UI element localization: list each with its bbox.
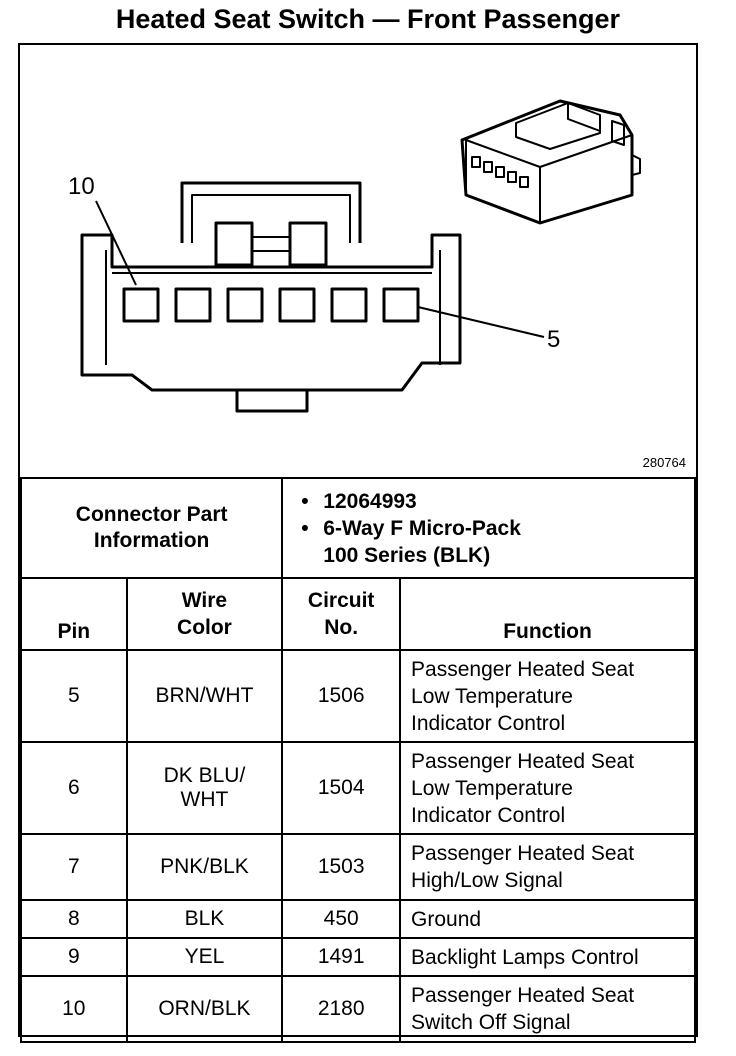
wire-color-cell: BLK — [125, 899, 284, 939]
header-pin: Pin — [20, 577, 128, 651]
circuit-cell: 2180 — [281, 975, 402, 1043]
wire-color-cell: PNK/BLK — [125, 833, 284, 901]
pin-cell: 8 — [20, 899, 128, 939]
header-function: Function — [399, 577, 696, 651]
circuit-cell: 450 — [281, 899, 402, 939]
circuit-cell: 1503 — [281, 833, 402, 901]
pin-cell: 5 — [20, 649, 128, 743]
wire-color-cell: DK BLU/WHT — [125, 741, 284, 835]
figure-id: 280764 — [642, 455, 686, 470]
pin-cell: 6 — [20, 741, 128, 835]
wire-color-cell: YEL — [125, 937, 284, 977]
page-title: Heated Seat Switch — Front Passenger — [115, 4, 621, 34]
connector-drawing — [80, 99, 641, 413]
circuit-cell: 1506 — [281, 649, 402, 743]
wire-color-cell: ORN/BLK — [125, 975, 284, 1043]
connector-figure: 10 5 280764 — [20, 45, 696, 477]
function-cell: Backlight Lamps Control — [399, 937, 696, 977]
connector-description: •6-Way F Micro-Pack — [301, 516, 521, 540]
connector-info-row: Connector Part Information •12064993 •6-… — [19, 477, 696, 579]
callout-pin-10: 10 — [68, 173, 95, 200]
circuit-cell: 1504 — [281, 741, 402, 835]
function-cell: Ground — [399, 899, 696, 939]
connector-info-label: Connector Part Information — [19, 477, 284, 579]
pinout-table: Connector Part Information •12064993 •6-… — [19, 477, 696, 1043]
part-number: •12064993 — [301, 489, 417, 513]
pin-cell: 10 — [20, 975, 128, 1043]
wire-color-cell: BRN/WHT — [125, 649, 284, 743]
connector-info-details: •12064993 •6-Way F Micro-Pack 100 Series… — [281, 477, 696, 579]
callout-pin-5: 5 — [547, 326, 561, 353]
pin-cell: 9 — [20, 937, 128, 977]
circuit-cell: 1491 — [281, 937, 402, 977]
pin-cell: 7 — [20, 833, 128, 901]
connector-sheet: 10 5 280764 Connector Part Information •… — [18, 43, 698, 1043]
